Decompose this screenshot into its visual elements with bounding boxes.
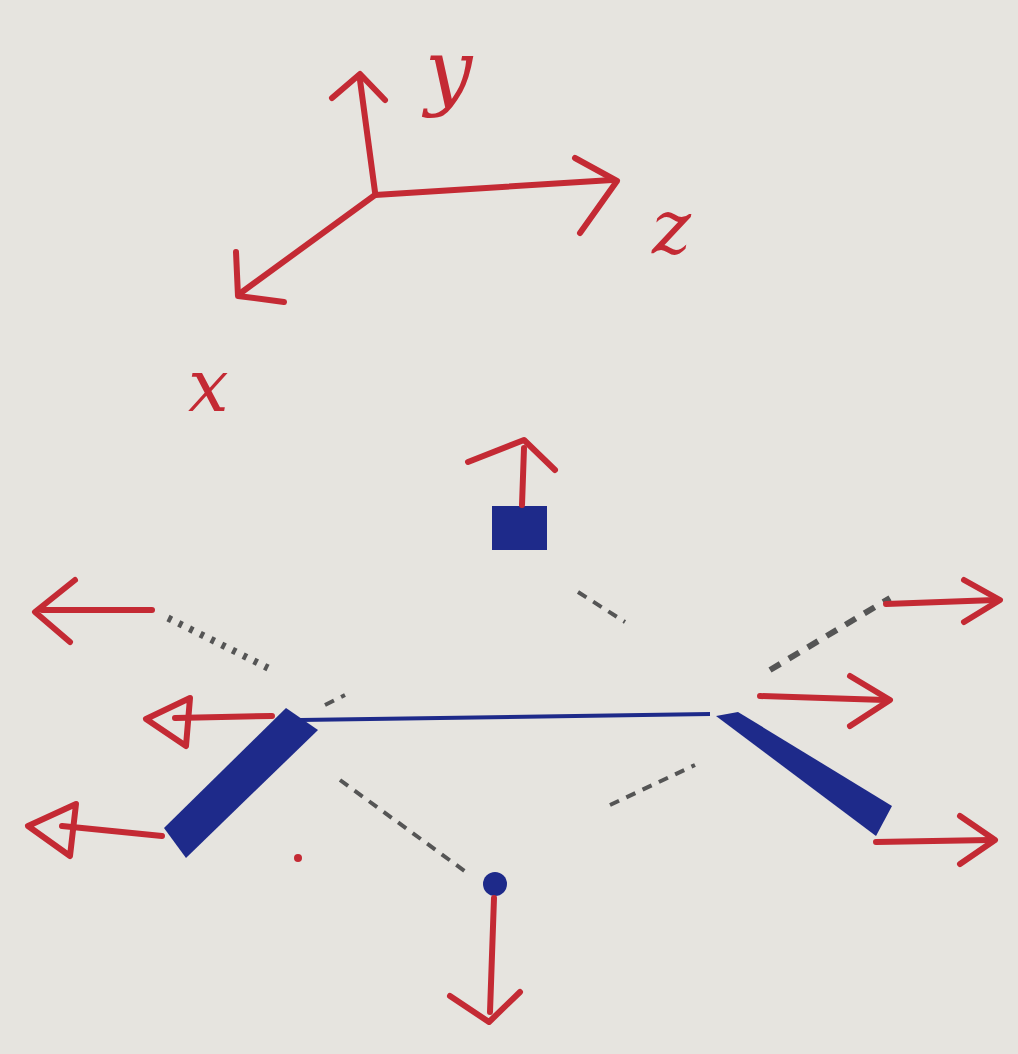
arrow: [886, 600, 995, 604]
molecule: [164, 506, 892, 896]
z-axis-head: [575, 158, 617, 233]
dashed-line: [325, 695, 345, 705]
dashed-line: [168, 618, 268, 668]
top-atom: [492, 506, 547, 550]
arrow: [42, 607, 152, 613]
y-axis-head: [332, 74, 385, 100]
axis-label: y: [425, 28, 472, 112]
arrow-head: [964, 580, 1000, 622]
dashed-line: [340, 780, 470, 875]
arrow-head: [146, 698, 190, 746]
right-bond: [716, 712, 892, 836]
arrow: [62, 826, 162, 836]
arrow-head: [450, 992, 520, 1022]
arrow: [490, 898, 494, 1012]
dashed-line: [770, 598, 890, 670]
arrow-head: [28, 804, 76, 856]
axis-label: x: [188, 350, 229, 422]
arrow-head: [35, 580, 75, 642]
arrow: [876, 840, 990, 842]
x-axis: [242, 195, 375, 292]
arrow: [760, 696, 885, 700]
axis-label: z: [652, 190, 691, 264]
z-axis: [375, 180, 612, 195]
dot: [294, 854, 302, 862]
displacement-arrows: [28, 440, 1000, 1022]
bottom-atom: [483, 872, 507, 896]
x-axis-head: [236, 252, 284, 302]
arrow-head: [960, 816, 995, 864]
arrow: [522, 448, 524, 505]
arrow-head: [468, 440, 555, 470]
arrow-head: [850, 676, 890, 726]
dashed-line: [578, 592, 625, 622]
dashed-line: [610, 765, 695, 805]
y-axis: [360, 80, 375, 192]
bond-line: [300, 714, 710, 720]
